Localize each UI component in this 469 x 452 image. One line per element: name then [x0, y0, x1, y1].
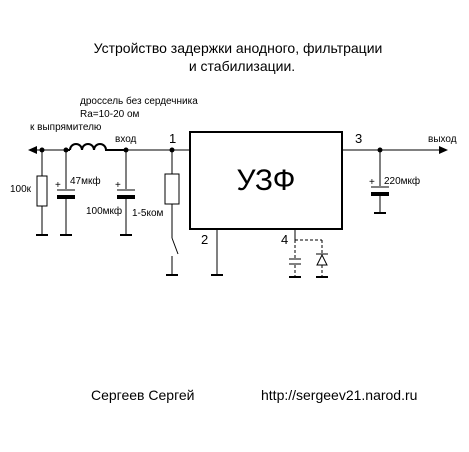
capacitor-220uf: + — [369, 150, 389, 214]
rectifier-arrow — [28, 146, 66, 154]
pin-2-ground — [211, 229, 223, 276]
svg-text:+: + — [369, 177, 375, 188]
ra-label: Ra=10-20 ом — [80, 109, 140, 120]
capacitor-220uf-label: 220мкф — [384, 175, 420, 187]
pin-4-label: 4 — [281, 232, 288, 247]
output-label: выход — [428, 134, 457, 145]
author-name: Сергеев Сергей — [91, 387, 194, 403]
pin-3-label: 3 — [355, 131, 362, 146]
svg-text:+: + — [55, 180, 61, 191]
capacitor-100uf: + — [115, 150, 135, 236]
bleeder-resistor-label: 100к — [10, 184, 32, 195]
switch-resistor — [164, 150, 180, 276]
uzf-block-label: УЗФ — [237, 164, 296, 197]
title-line-2: и стабилизации. — [189, 58, 295, 74]
switch-resistor-label: 1-5ком — [132, 208, 164, 219]
choke-label: дроссель без сердечника — [80, 95, 198, 107]
bleeder-resistor — [36, 150, 48, 236]
input-label: вход — [115, 134, 137, 145]
output-arrow — [342, 146, 448, 154]
pin-1-label: 1 — [169, 131, 176, 146]
uzf-block — [189, 131, 343, 230]
rectifier-label: к выпрямителю — [30, 122, 102, 133]
website-url: http://sergeev21.narod.ru — [261, 387, 417, 403]
capacitor-47uf: + — [55, 150, 75, 236]
capacitor-100uf-label: 100мкф — [86, 205, 122, 217]
pin-4-optional-parts — [289, 229, 328, 278]
svg-text:+: + — [115, 180, 121, 191]
pin-2-label: 2 — [201, 232, 208, 247]
title-line-1: Устройство задержки анодного, фильтрации — [94, 40, 383, 56]
capacitor-47uf-label: 47мкф — [70, 175, 101, 187]
